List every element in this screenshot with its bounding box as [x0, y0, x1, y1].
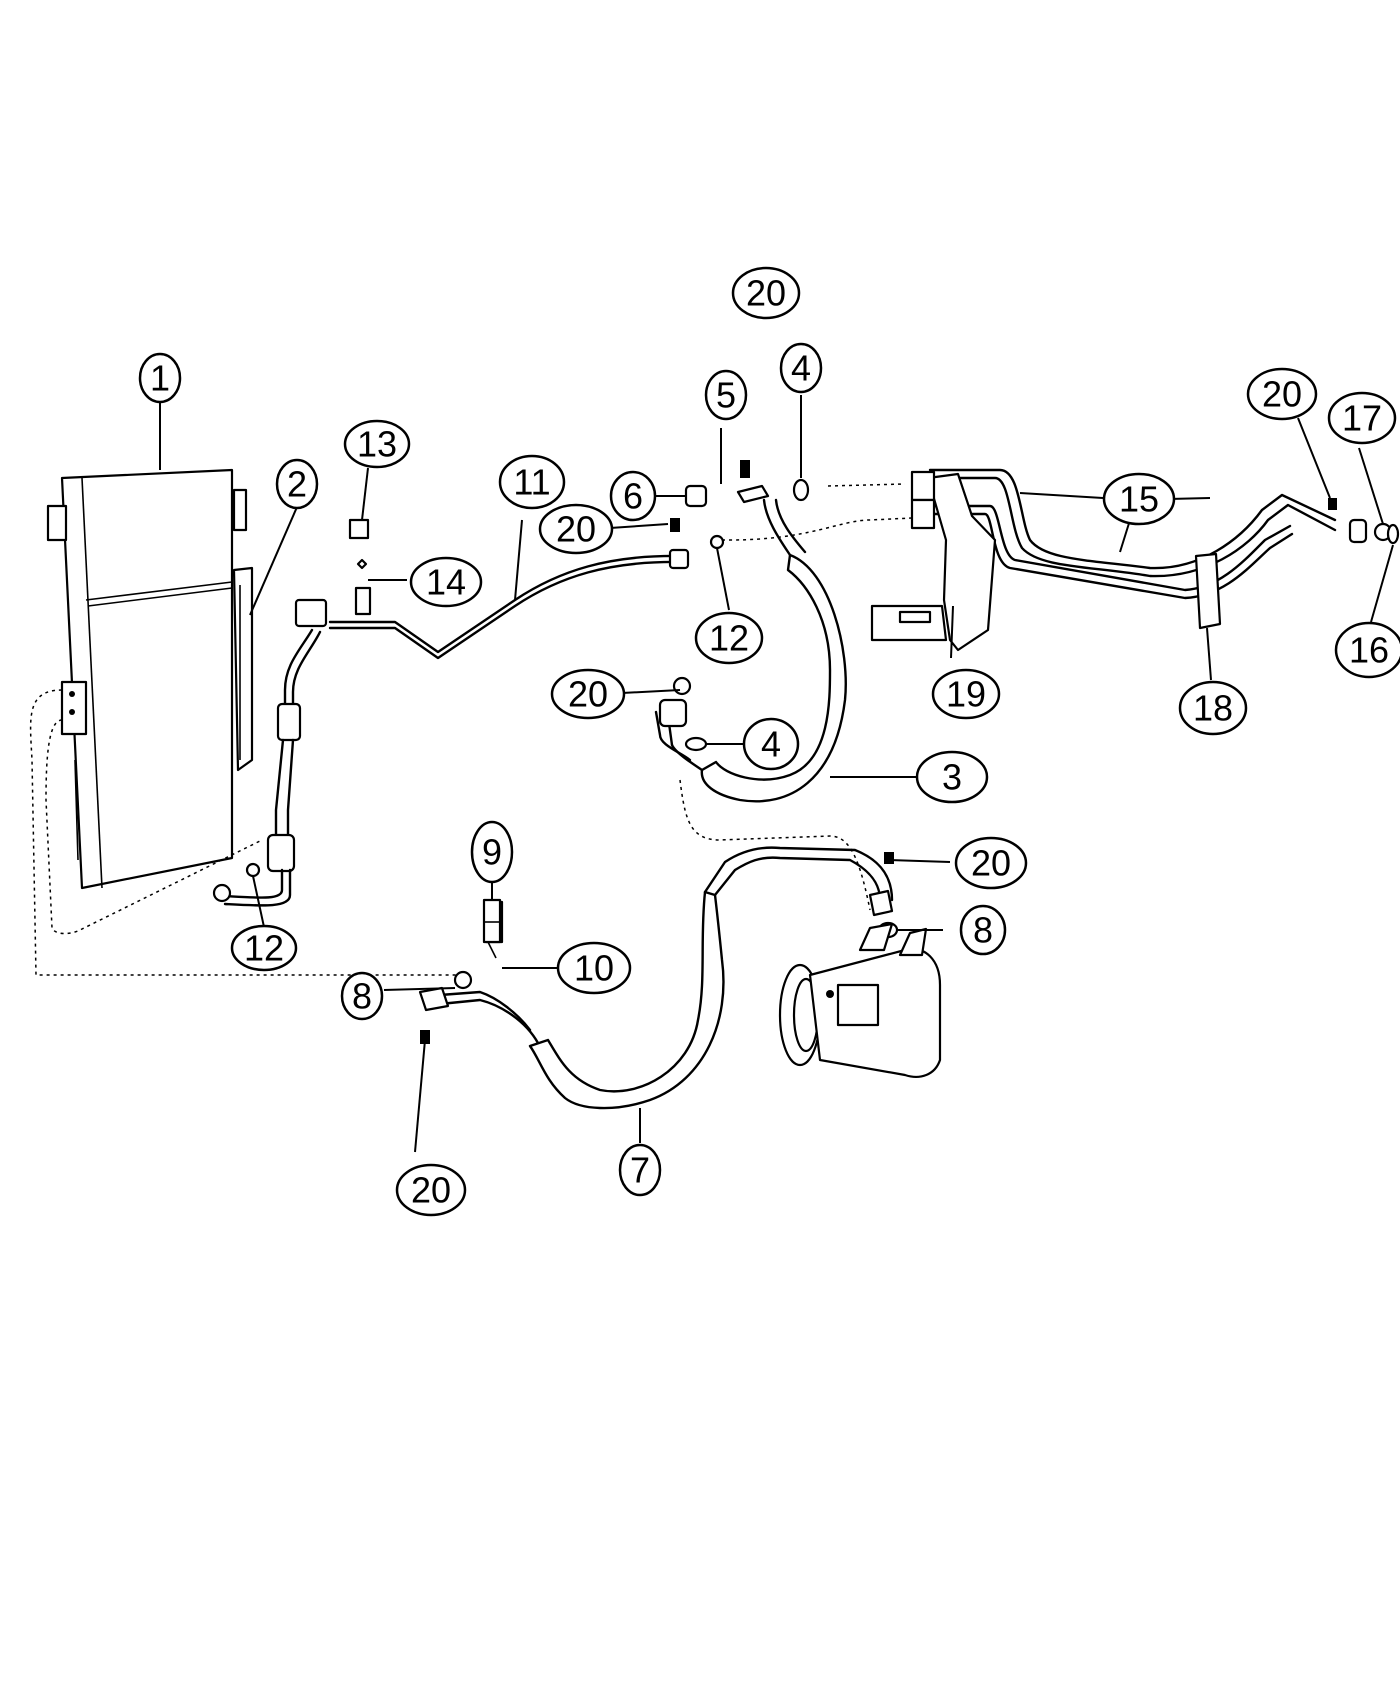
receiver-drier — [232, 566, 254, 772]
svg-text:18: 18 — [1193, 688, 1233, 729]
svg-text:4: 4 — [791, 348, 811, 389]
svg-text:17: 17 — [1342, 398, 1382, 439]
svg-text:16: 16 — [1349, 630, 1389, 671]
callout-4-upper: 4 — [779, 342, 823, 394]
svg-text:15: 15 — [1119, 479, 1159, 520]
svg-text:20: 20 — [568, 674, 608, 715]
pressure-switch — [482, 898, 502, 959]
routing-dashes — [29, 483, 913, 976]
svg-text:14: 14 — [426, 562, 466, 603]
callout-20-right: 20 — [1246, 367, 1318, 421]
svg-text:11: 11 — [513, 462, 550, 503]
svg-text:8: 8 — [352, 976, 372, 1017]
svg-text:20: 20 — [411, 1170, 451, 1211]
callout-20-middle: 20 — [550, 668, 626, 720]
svg-text:1: 1 — [150, 358, 170, 399]
svg-text:20: 20 — [746, 273, 786, 314]
callout-7: 7 — [618, 1143, 662, 1197]
svg-text:2: 2 — [287, 464, 307, 505]
callout-12-center: 12 — [694, 611, 764, 665]
svg-text:20: 20 — [556, 509, 596, 550]
callout-20-top: 20 — [731, 266, 801, 320]
svg-text:10: 10 — [574, 948, 614, 989]
callout-13: 13 — [343, 419, 411, 469]
svg-text:20: 20 — [971, 843, 1011, 884]
suction-hose — [654, 498, 847, 803]
callout-8-left: 8 — [340, 971, 384, 1021]
svg-text:4: 4 — [761, 724, 781, 765]
callout-10: 10 — [556, 941, 632, 995]
svg-text:6: 6 — [623, 476, 643, 517]
evaporator-lines — [870, 468, 1400, 652]
callout-18: 18 — [1178, 680, 1248, 736]
callout-9: 9 — [470, 820, 514, 884]
svg-text:7: 7 — [630, 1150, 650, 1191]
callout-17: 17 — [1327, 391, 1397, 445]
callout-5: 5 — [704, 369, 748, 421]
callout-20-upper-left: 20 — [538, 503, 614, 555]
callout-4-lower: 4 — [742, 717, 800, 771]
callout-1: 1 — [138, 352, 182, 404]
svg-text:20: 20 — [1262, 374, 1302, 415]
callout-11: 11 — [498, 454, 566, 510]
upper-fittings — [670, 460, 810, 550]
svg-text:12: 12 — [244, 928, 284, 969]
svg-text:9: 9 — [482, 832, 502, 873]
callout-16: 16 — [1334, 621, 1400, 679]
callout-12-left: 12 — [230, 924, 298, 972]
cap-and-valve-core — [348, 518, 372, 616]
callout-3: 3 — [915, 750, 989, 804]
callout-20-compressor: 20 — [954, 836, 1028, 890]
svg-text:19: 19 — [946, 674, 986, 715]
callout-8-right: 8 — [959, 904, 1007, 956]
svg-text:12: 12 — [709, 618, 749, 659]
svg-text:8: 8 — [973, 910, 993, 951]
svg-text:3: 3 — [942, 757, 962, 798]
callout-20-bottom: 20 — [395, 1163, 467, 1217]
svg-text:13: 13 — [357, 424, 397, 465]
liquid-line — [212, 548, 690, 907]
callout-2: 2 — [275, 458, 319, 510]
svg-text:5: 5 — [716, 375, 736, 416]
callout-19: 19 — [931, 668, 1001, 720]
ac-compressor — [778, 922, 942, 1078]
callout-14: 14 — [409, 556, 483, 608]
callout-15: 15 — [1102, 472, 1176, 526]
callout-6: 6 — [609, 470, 657, 522]
condenser — [46, 468, 248, 890]
